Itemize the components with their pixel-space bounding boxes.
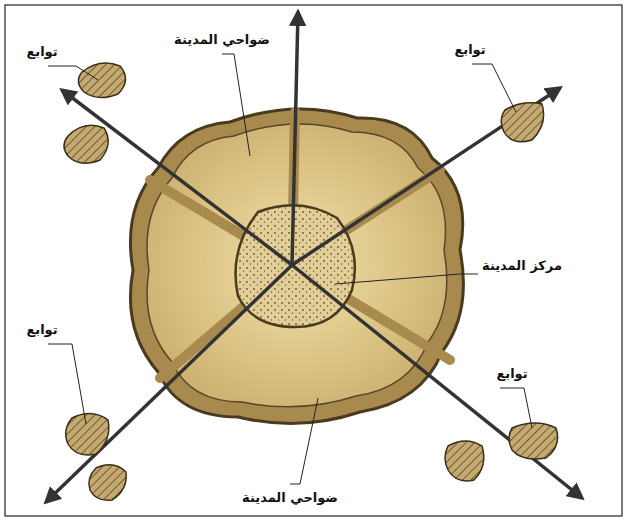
city-outline <box>130 109 463 424</box>
frame <box>5 5 622 516</box>
satellite-label: توابع <box>451 41 488 59</box>
sector-roads <box>150 112 450 378</box>
centre-label: مركز المدينة <box>479 257 565 275</box>
suburb-label: ضواحي المدينة <box>171 31 273 49</box>
satellite-label: توابع <box>493 365 530 383</box>
satellite-label: توابع <box>23 43 60 61</box>
suburb-label: ضواحي المدينة <box>239 489 341 507</box>
growth-arrows <box>46 12 582 502</box>
leader-lines <box>48 54 532 484</box>
satellite-towns <box>64 63 558 500</box>
satellite-label: توابع <box>23 321 60 339</box>
